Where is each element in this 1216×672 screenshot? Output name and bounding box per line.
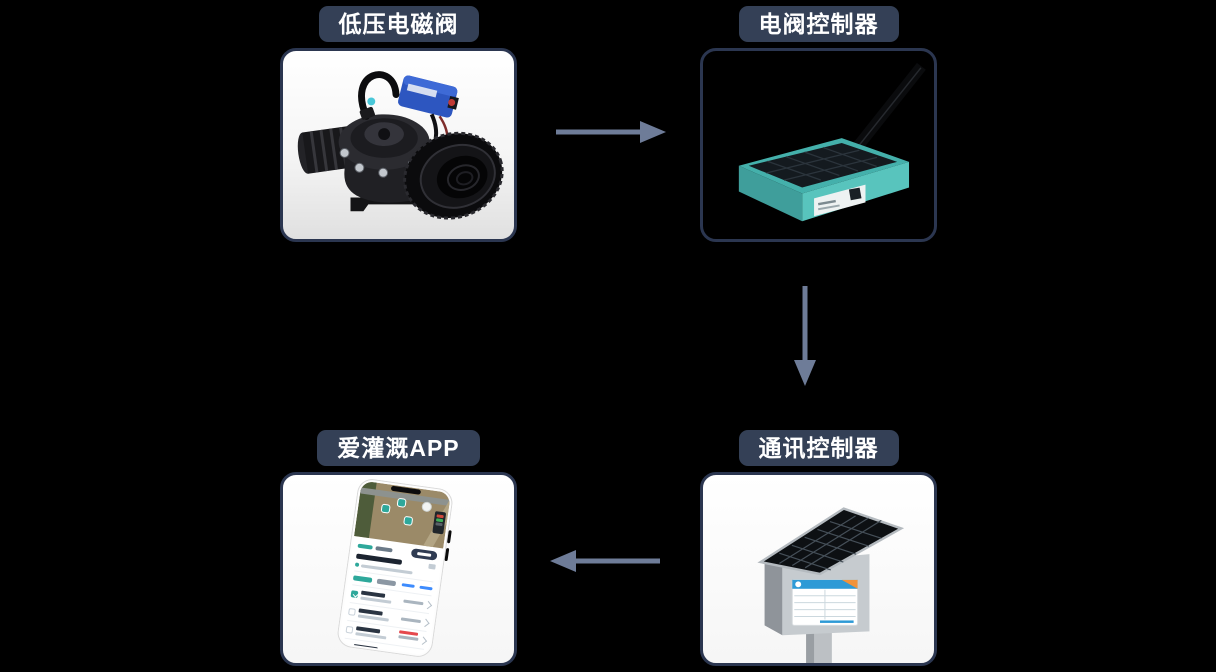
node-solenoid-valve: 低压电磁阀 [280, 6, 517, 242]
device-status-text [395, 652, 416, 656]
arrow-comm-to-app [550, 550, 660, 572]
location-pin-icon [354, 562, 360, 567]
arrow-valve-to-controller [556, 121, 666, 143]
device-sub-text [352, 649, 384, 656]
solenoid-valve-label: 低压电磁阀 [318, 6, 479, 42]
map-white-marker-icon [421, 501, 433, 513]
app-sheet [339, 535, 444, 656]
tab-irrigation-log [376, 578, 397, 586]
checkbox [345, 625, 354, 634]
phone-screen [339, 480, 451, 656]
checkbox [343, 643, 351, 652]
device-status-text [400, 617, 421, 624]
device-status-text [402, 599, 424, 606]
device-status-text [397, 635, 418, 641]
device-sub-text [355, 632, 387, 640]
valve-controller-photo [738, 62, 926, 222]
tab-device-list [352, 575, 373, 583]
chevron-right-icon [423, 600, 432, 609]
map-valve-marker-icon [402, 515, 414, 527]
map-legend [432, 511, 447, 535]
node-comm-controller: 通讯控制器 [700, 430, 937, 666]
water-status-chip [357, 543, 373, 550]
valve-controller-card [700, 48, 937, 242]
arrow-controller-to-comm [794, 286, 816, 386]
node-valve-controller: 电阀控制器 [700, 6, 937, 242]
app-label: 爱灌溉APP [317, 430, 480, 466]
comm-controller-label: 通讯控制器 [738, 430, 899, 466]
solenoid-valve-card [280, 48, 517, 242]
edit-icon [428, 563, 436, 570]
device-sub-text [357, 614, 389, 622]
phone-power-button [444, 547, 450, 562]
chevron-right-icon [418, 636, 427, 644]
device-name-text [353, 644, 378, 652]
temp-status-chip [375, 545, 393, 552]
node-app: 爱灌溉APP [280, 430, 517, 666]
solenoid-valve-photo [297, 71, 504, 220]
comm-controller-card [700, 472, 937, 666]
device-sub-text [360, 596, 392, 604]
phone-volume-button [446, 530, 452, 544]
app-card [280, 472, 517, 666]
checkbox [348, 607, 356, 616]
valve-controller-label: 电阀控制器 [738, 6, 899, 42]
chevron-right-icon [421, 618, 429, 627]
chevron-right-icon [416, 654, 424, 656]
checkbox-checked [350, 590, 359, 599]
smartphone [335, 477, 455, 659]
link-text [401, 582, 415, 589]
map-valve-marker-icon [380, 503, 392, 514]
legend-dark-item [435, 522, 443, 527]
comm-controller-photo [757, 507, 905, 663]
map-valve-marker-icon [396, 497, 407, 509]
link-text [419, 585, 433, 591]
